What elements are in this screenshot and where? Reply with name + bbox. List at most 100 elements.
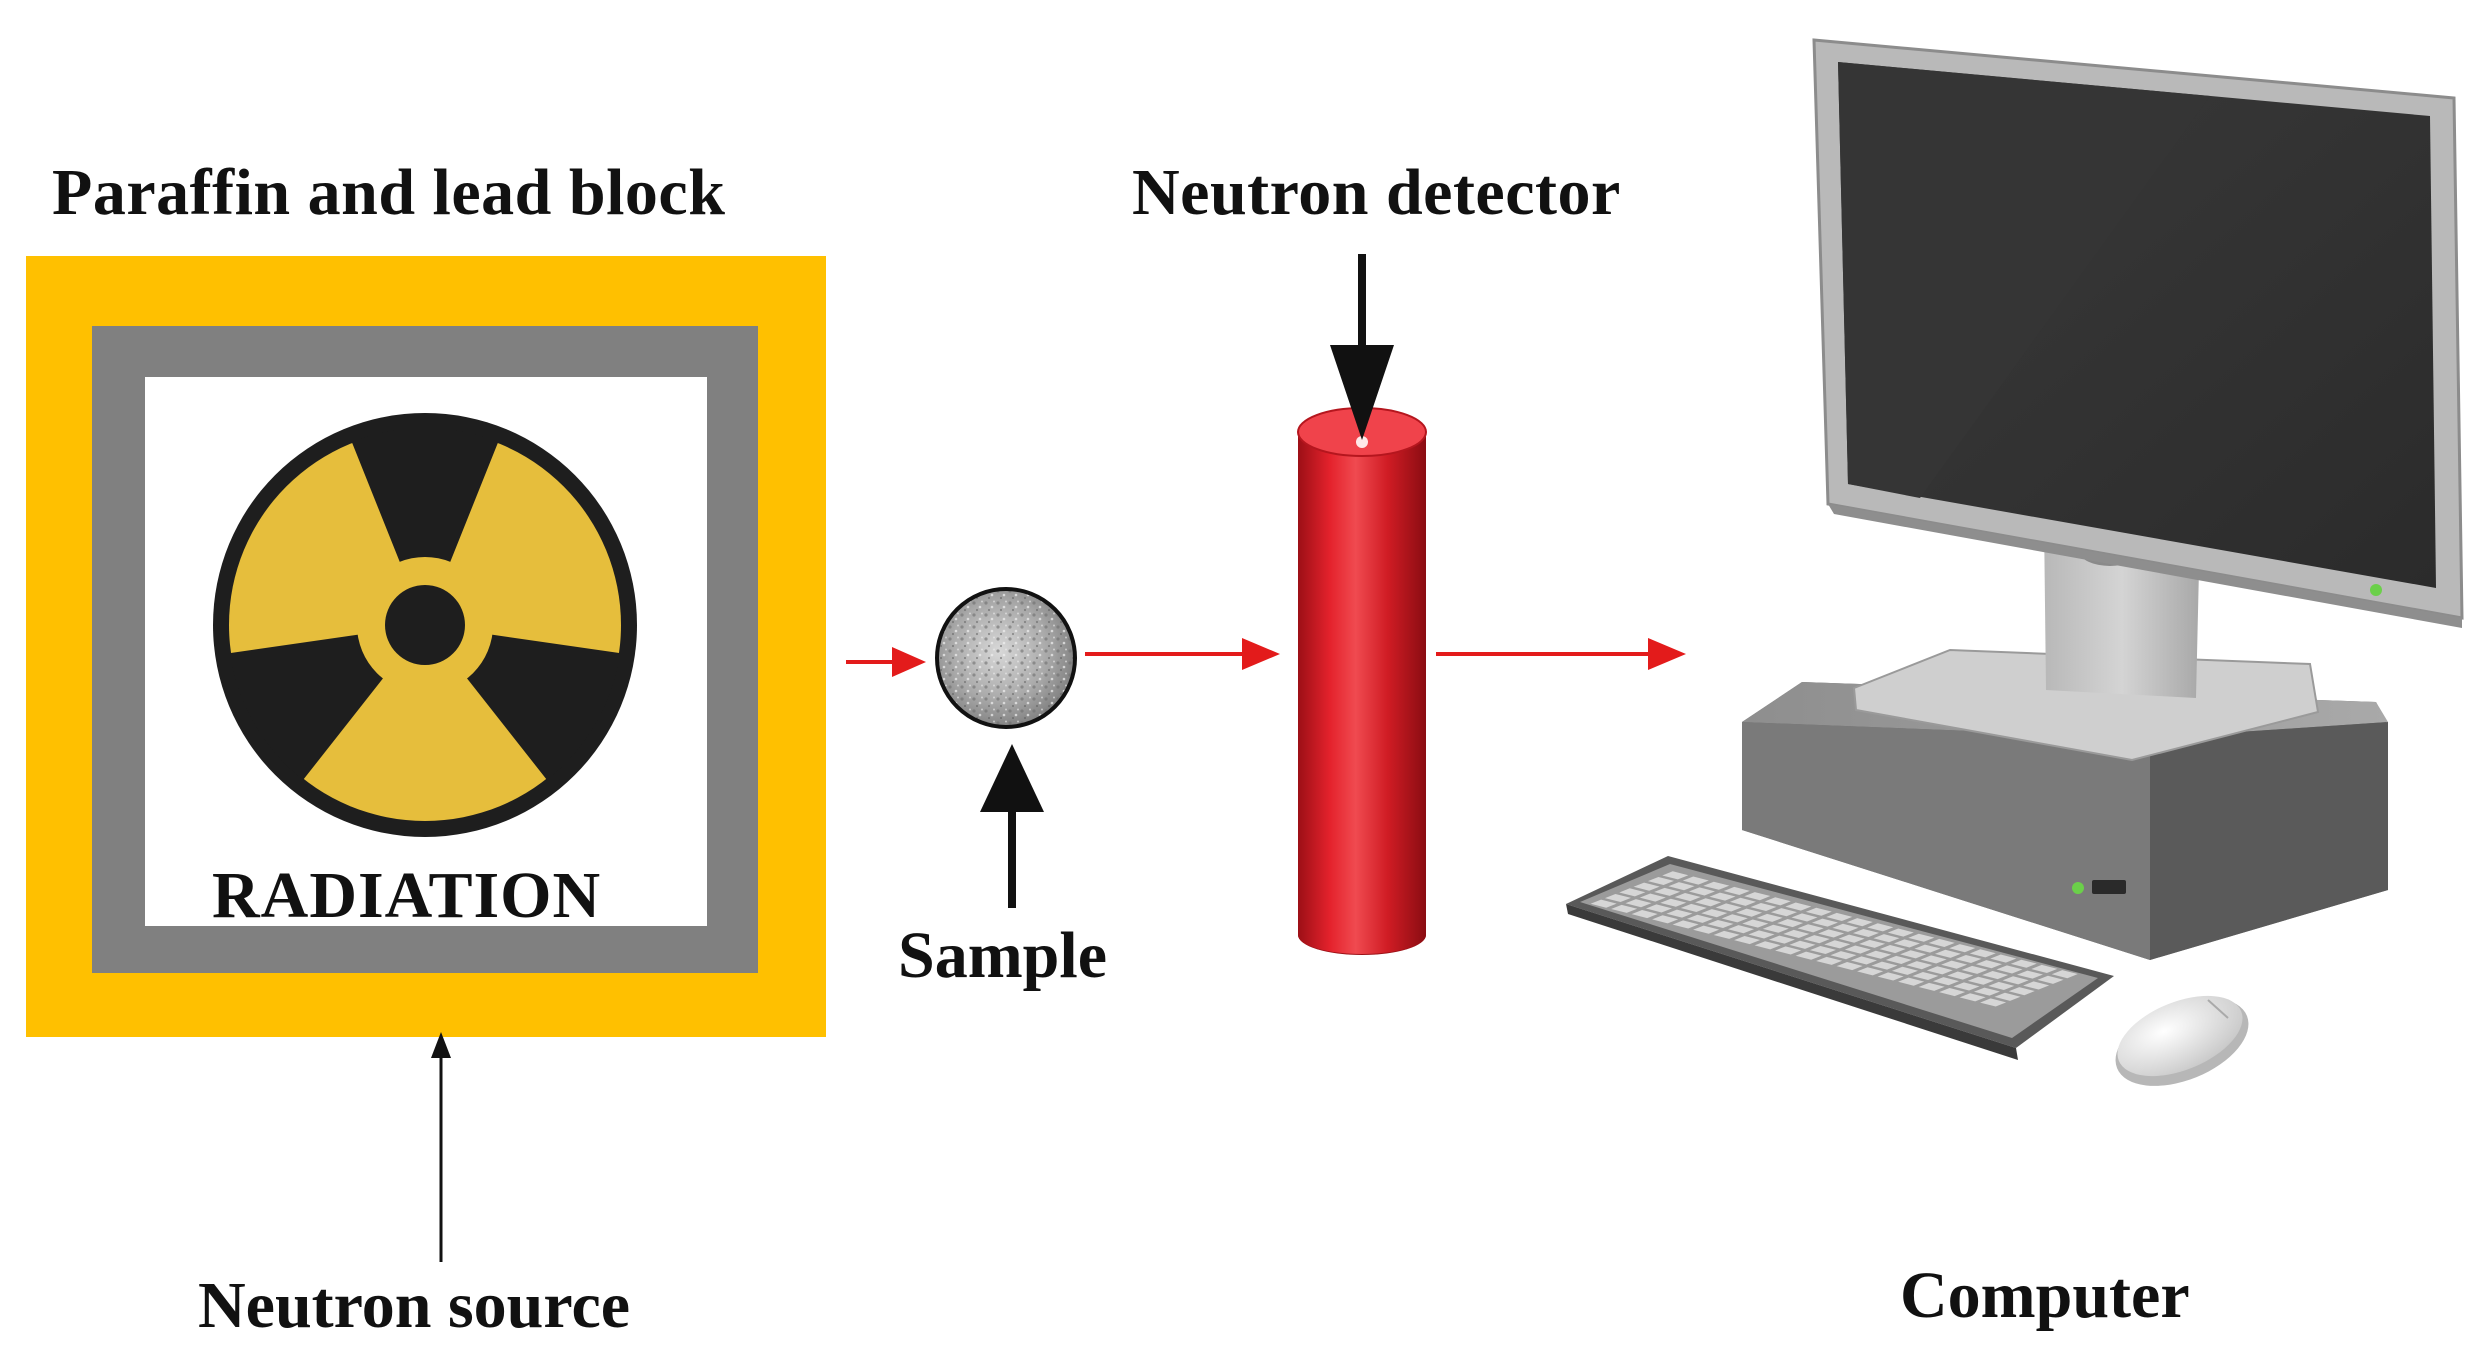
keyboard-key [1723,886,1750,895]
keyboard-key [1783,929,1810,938]
desktop-computer-icon [1566,38,2464,1086]
keyboard-key [1695,898,1722,907]
mouse [2115,995,2249,1086]
keyboard-key [1645,904,1672,913]
keyboard-key [1959,993,1986,1002]
keyboard-key [1947,971,1974,980]
keyboard-key [1846,918,1873,927]
keyboard-key [1857,967,1884,976]
keyboard-key [1832,923,1859,932]
keyboard-key [1941,960,1968,969]
keyboard-key [1604,893,1631,903]
keyboard-key [1688,887,1715,896]
keyboard-key [1811,918,1838,927]
keyboard-key [1961,965,1988,974]
keyboard-key [1932,977,1959,986]
keyboard-key [1906,961,1933,970]
keyboard-key [1777,919,1804,928]
keyboard-key [1762,924,1789,933]
beam-arrow-sample-to-detector [1085,638,1280,670]
keyboard-key [1871,961,1898,970]
keyboard-key [1887,928,1914,937]
keyboard-key [1885,955,1912,964]
neutron-source-label: Neutron source [198,1269,631,1342]
keyboard-key [1668,882,1695,891]
keyboard-key [1797,924,1824,933]
keyboard-key [1934,949,1961,958]
neutron-detector-label: Neutron detector [1132,156,1621,229]
keyboard-key [1996,965,2023,974]
keyboard-key [1666,909,1693,918]
sample-label: Sample [898,919,1108,992]
keyboard-key [1980,998,2007,1007]
keyboard-key [1893,939,1920,948]
keyboard-key [2051,970,2078,979]
keyboard-key [1652,915,1679,924]
keyboard-key [1680,903,1707,912]
keyboard-key [1791,913,1818,922]
keyboard-key [1988,981,2015,990]
keyboard-key [1721,914,1748,923]
keyboard-key [1898,977,1925,986]
keyboard-key [1805,907,1832,916]
keyboard-key [1744,892,1771,901]
keyboard-key [1920,955,1947,964]
keyboard-key [1865,950,1892,959]
keyboard-key [1647,876,1674,886]
keyboard-key [1918,982,1945,991]
keyboard-key [1775,946,1802,955]
keyboard-key [1742,919,1769,928]
keyboard-key [1891,966,1918,975]
keyboard-key [1736,908,1763,917]
keyboard-key [1803,935,1830,944]
keyboard-key [1795,951,1822,960]
keyboard-key [1818,929,1845,938]
paraffin-block-label: Paraffin and lead block [52,156,726,229]
keyboard-key [1713,930,1740,939]
keyboard-key [1830,951,1857,960]
radiation-trefoil-icon [213,413,637,837]
keyboard-key [1824,940,1851,949]
keyboard-key [1693,925,1720,934]
keyboard-key [1750,902,1777,912]
keyboard-key [1789,940,1816,949]
keyboard-key [1982,971,2009,980]
keyboard-key [1926,966,1953,975]
computer-label: Computer [1900,1259,2190,1332]
beam-arrow-block-to-sample [846,647,926,677]
keyboard-key [1844,945,1871,954]
keyboard-key [1949,944,1976,953]
keyboard-key [1809,945,1836,955]
keyboard-key [1877,972,1904,981]
keyboard-key [1867,923,1894,932]
keyboard-key [2023,981,2050,990]
keyboard-key [1859,939,1886,948]
keyboard-key [1727,925,1754,934]
keyboard-key [1619,888,1646,897]
radiation-label: RADIATION [212,859,602,932]
keyboard-key [1969,949,1996,958]
keyboard-key [1990,954,2017,963]
keyboard-key [1660,898,1687,907]
keyboard-key [1816,956,1843,965]
keyboard-key [1873,934,1900,943]
keyboard-key [2008,987,2035,996]
keyboard-key [2010,959,2037,968]
keyboard-key [1955,954,1982,964]
keyboard-key [1852,928,1879,938]
keyboard-key [1734,936,1761,945]
monitor-stand-base [1852,648,2320,762]
keyboard-key [1590,899,1617,908]
keyboard-key [1682,876,1709,885]
computer-tower [1742,682,2388,960]
keyboard-key [2031,964,2058,973]
keyboard-key [1836,962,1863,971]
keyboard-key [1686,914,1713,923]
keyboard-key [1914,944,1941,953]
keyboard-key [1975,960,2002,969]
keyboard-key [1707,919,1734,929]
keyboard-key [1662,871,1689,880]
keyboard-key [1625,899,1652,908]
